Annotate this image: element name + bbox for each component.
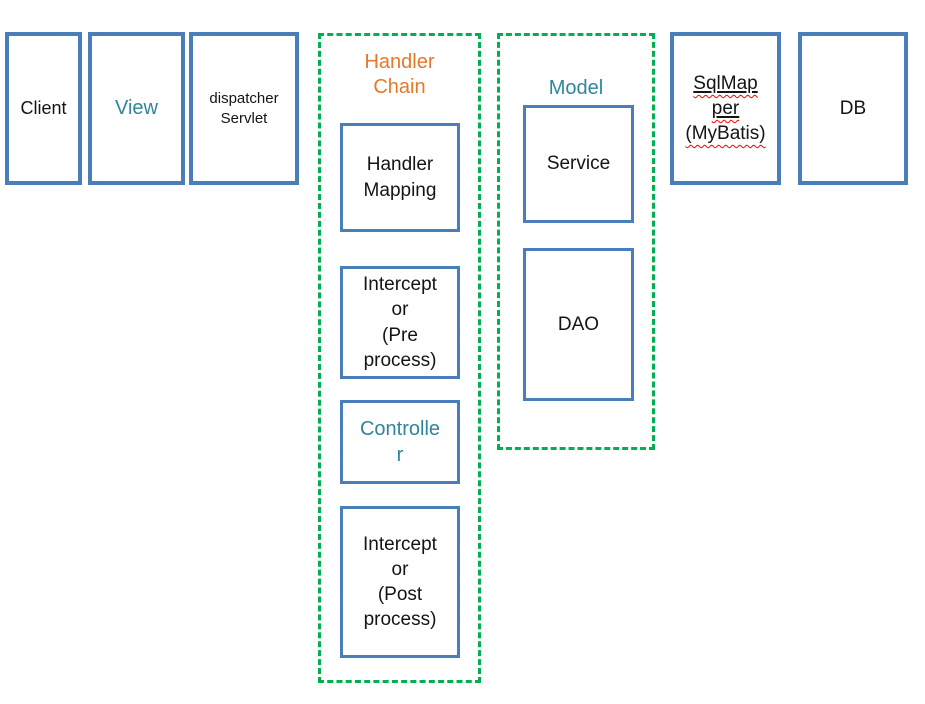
view-box: View: [88, 32, 185, 185]
sqlmapper-subtitle: (MyBatis): [685, 123, 766, 145]
db-box: DB: [798, 32, 908, 185]
handler-mapping-box: Handler Mapping: [340, 123, 460, 232]
controller-box: Controlle r: [340, 400, 460, 484]
sqlmapper-name: SqlMap per: [693, 71, 757, 121]
interceptor-postprocess-box: Intercept or (Post process): [340, 506, 460, 658]
handler-chain-group: Handler Chain Handler Mapping Intercept …: [318, 33, 481, 683]
model-group: Model Service DAO: [497, 33, 655, 450]
service-box: Service: [523, 105, 634, 223]
dispatcher-servlet-box: dispatcher Servlet: [189, 32, 299, 185]
sqlmapper-name-text: SqlMap per: [693, 72, 758, 119]
model-title: Model: [548, 77, 604, 99]
interceptor-preprocess-box: Intercept or (Pre process): [340, 266, 460, 379]
dao-box: DAO: [523, 248, 634, 401]
sqlmapper-box: SqlMap per (MyBatis): [670, 32, 781, 185]
client-box: Client: [5, 32, 82, 185]
handler-chain-title: Handler Chain: [364, 51, 435, 98]
